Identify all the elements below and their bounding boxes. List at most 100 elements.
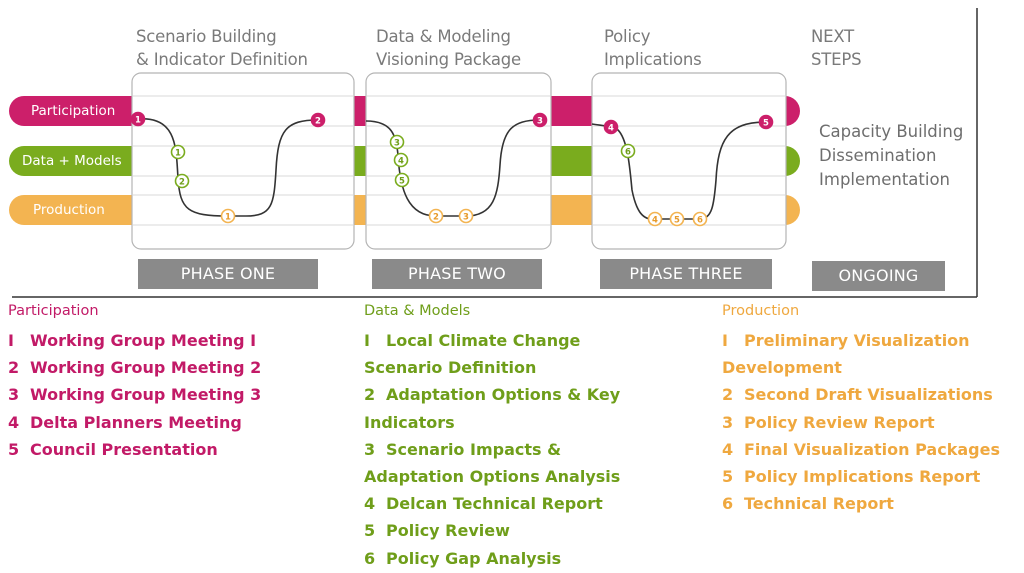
legend-item-number: I (8, 331, 14, 350)
phase-label-one: PHASE ONE (138, 259, 318, 289)
svg-text:3: 3 (537, 116, 543, 126)
legend-heading-data-models: Data & Models (364, 303, 471, 319)
phase-one-title-line2: & Indicator Definition (136, 50, 308, 69)
svg-text:4: 4 (652, 215, 658, 225)
legend-item-number: I (722, 331, 728, 350)
legend-item: 4 Delta Planners Meeting (8, 409, 261, 436)
phase-three-title: Policy Implications (604, 25, 702, 71)
next-step-item: Implementation (819, 170, 951, 189)
marker-data-models-1: 1 (170, 144, 186, 160)
legend-item-number: 3 (8, 385, 20, 405)
legend-item-text: Technical Report (744, 494, 894, 514)
legend-item: 4 Final Visualization Packages (722, 436, 1000, 463)
phase-two-title: Data & Modeling Visioning Package (376, 25, 521, 71)
legend-item-text: Adaptation Options Analysis (364, 467, 621, 487)
legend-item-number: 4 (364, 494, 376, 514)
next-step-item: Capacity Building (819, 122, 964, 141)
marker-data-models-6: 6 (620, 143, 636, 159)
phase-panel-three (591, 72, 787, 250)
legend-item: 3 Policy Review Report (722, 409, 1000, 436)
legend-item-text: Policy Review Report (744, 412, 935, 432)
legend-item-text: Local Climate Change (386, 331, 581, 350)
marker-participation-2: 2 (310, 112, 326, 128)
svg-text:3: 3 (463, 212, 469, 222)
process-curve-phase-three (591, 121, 767, 220)
legend-item-text: Adaptation Options & Key (386, 385, 621, 405)
legend-item: Scenario Definition (364, 354, 620, 381)
svg-text:5: 5 (763, 118, 769, 128)
marker-participation-4: 4 (603, 119, 619, 135)
svg-text:2: 2 (315, 116, 321, 126)
marker-production-2: 2 (428, 208, 444, 224)
svg-text:1: 1 (175, 148, 181, 158)
legend-item-text: Scenario Impacts & (386, 439, 562, 459)
legend-item-number: 2 (8, 358, 20, 378)
phase-label-ongoing: ONGOING (812, 261, 945, 291)
lane-label-data-models: Data + Models (22, 153, 122, 169)
legend-item-number: 2 (722, 385, 734, 405)
svg-text:2: 2 (179, 177, 185, 187)
marker-production-3: 3 (458, 208, 474, 224)
legend-item: Development (722, 354, 1000, 381)
marker-data-models-3: 3 (389, 134, 405, 150)
legend-item-text: Delta Planners Meeting (30, 412, 242, 432)
marker-production-5: 5 (669, 211, 685, 227)
marker-data-models-5: 5 (394, 172, 410, 188)
svg-text:4: 4 (398, 156, 404, 166)
legend-item-text: Delcan Technical Report (386, 494, 603, 514)
next-step-item: Dissemination (819, 146, 937, 165)
marker-participation-1: 1 (130, 111, 146, 127)
next-steps-list: Capacity Building Dissemination Implemen… (819, 120, 963, 192)
legend-item-text: Final Visualization Packages (744, 439, 1000, 459)
legend-item-text: Working Group Meeting 3 (30, 385, 262, 405)
next-steps-title-line2: STEPS (811, 50, 862, 69)
legend-item-text: Council Presentation (30, 439, 218, 459)
svg-text:2: 2 (433, 212, 439, 222)
svg-text:3: 3 (394, 138, 400, 148)
legend-item-number: 4 (8, 412, 20, 432)
legend-item: 2 Adaptation Options & Key (364, 381, 620, 408)
phase-label-three: PHASE THREE (600, 259, 772, 289)
legend-item-number: 5 (8, 439, 20, 459)
svg-text:6: 6 (625, 147, 631, 157)
phase-two-title-line2: Visioning Package (376, 50, 521, 69)
phase-one-title-line1: Scenario Building (136, 27, 277, 46)
next-steps-title: NEXT STEPS (811, 25, 862, 71)
legend-item-number: 2 (364, 385, 376, 405)
legend-item: 4 Delcan Technical Report (364, 490, 620, 517)
marker-participation-3: 3 (532, 112, 548, 128)
lane-label-production: Production (33, 202, 105, 218)
legend-item: Adaptation Options Analysis (364, 463, 620, 490)
svg-text:4: 4 (608, 123, 614, 133)
phase-three-title-line1: Policy (604, 27, 651, 46)
legend-item-text: Working Group Meeting I (30, 331, 257, 350)
svg-text:5: 5 (399, 176, 405, 186)
legend-item-text: Development (722, 358, 842, 378)
legend-item: 5 Council Presentation (8, 436, 261, 463)
svg-text:1: 1 (135, 115, 141, 125)
svg-text:1: 1 (225, 212, 231, 222)
phase-panel-two (365, 72, 552, 250)
legend-item-number: 3 (722, 412, 734, 432)
phase-label-two: PHASE TWO (372, 259, 542, 289)
legend-item-number: 4 (722, 439, 734, 459)
svg-text:5: 5 (674, 215, 680, 225)
marker-data-models-2: 2 (174, 173, 190, 189)
legend-heading-production: Production (722, 303, 800, 319)
phase-two-title-line1: Data & Modeling (376, 27, 511, 46)
